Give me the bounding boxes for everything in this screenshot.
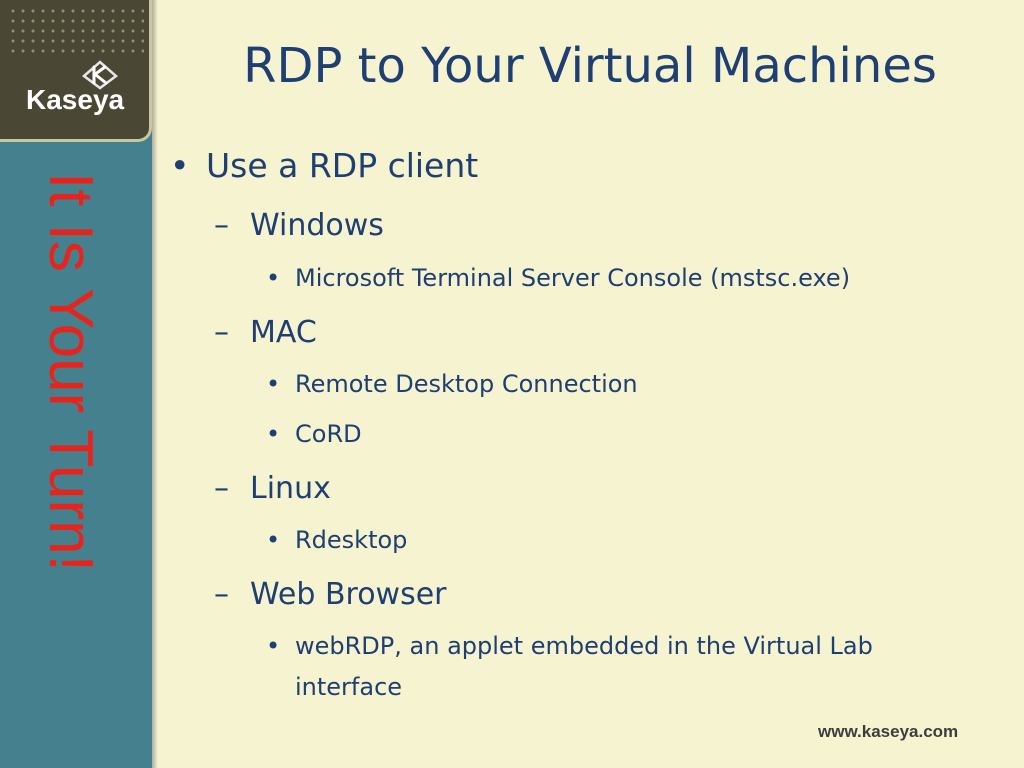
sidebar-vertical-text: It Is Your Turn! (36, 172, 105, 572)
bullet-level3: • Microsoft Terminal Server Console (msts… (266, 264, 850, 292)
bullet-dot-icon: • (266, 370, 281, 398)
bullet-text: Use a RDP client (206, 146, 479, 185)
bullet-level3: • Rdesktop (266, 526, 407, 554)
kaseya-logo-icon (82, 60, 118, 90)
bullet-level2: –MAC (214, 315, 317, 350)
bullet-text: Web Browser (250, 577, 447, 612)
bullet-continuation: interface (295, 673, 403, 701)
dash-icon: – (214, 208, 229, 243)
logo-text: Kaseya (26, 84, 125, 115)
bullet-level2: –Linux (214, 471, 331, 506)
bullet-level2: –Windows (214, 208, 384, 243)
bullet-text: Windows (250, 208, 384, 243)
bullet-text: Rdesktop (295, 526, 408, 554)
bullet-dot-icon: • (266, 526, 281, 554)
sidebar-shadow (152, 0, 158, 768)
bullet-text: CoRD (295, 420, 362, 448)
dash-icon: – (214, 315, 229, 350)
dash-icon: – (214, 577, 229, 612)
bullet-text: Microsoft Terminal Server Console (mstsc… (295, 264, 851, 292)
bullet-text: MAC (250, 315, 317, 350)
logo-box: Kaseya (0, 0, 152, 142)
bullet-dot-icon: • (266, 420, 281, 448)
bullet-level3: • webRDP, an applet embedded in the Virtu… (266, 632, 873, 660)
dash-icon: – (214, 471, 229, 506)
bullet-dot-icon: • (266, 264, 281, 292)
bullet-text: Remote Desktop Connection (295, 370, 638, 398)
bullet-text: webRDP, an applet embedded in the Virtua… (295, 632, 873, 660)
bullet-level3: • CoRD (266, 420, 362, 448)
bullet-dot-icon: • (170, 146, 190, 185)
bullet-level3: • Remote Desktop Connection (266, 370, 638, 398)
footer-url: www.kaseya.com (818, 722, 959, 741)
slide-title: RDP to Your Virtual Machines (243, 38, 937, 94)
bullet-level1: • Use a RDP client (170, 146, 478, 185)
bullet-level2: –Web Browser (214, 577, 447, 612)
bullet-dot-icon: • (266, 632, 281, 660)
logo-dots-pattern (8, 6, 144, 58)
bullet-text: Linux (250, 471, 331, 506)
